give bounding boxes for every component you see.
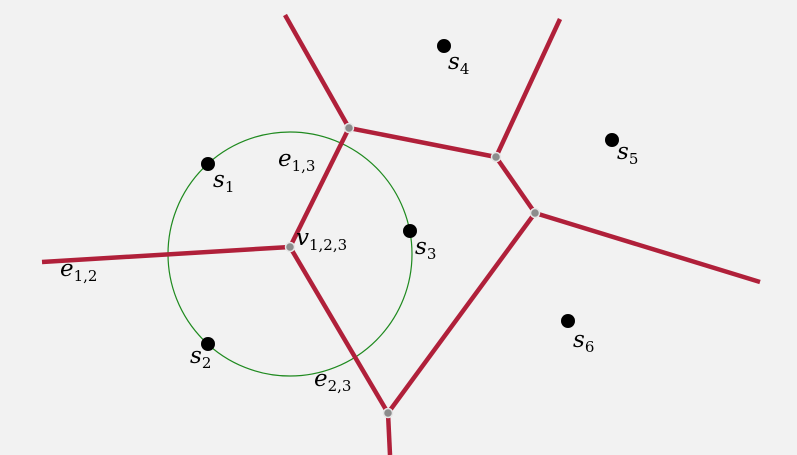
edge-ray-top-left [283, 13, 351, 130]
label-e13: e1,3 [278, 146, 315, 175]
site-s6 [561, 314, 575, 328]
edge-e35 [494, 155, 537, 215]
edge-ray-right [534, 210, 761, 285]
voronoi-vertices [284, 122, 541, 419]
edge-e23 [288, 245, 390, 415]
vertex-v134 [343, 122, 355, 134]
vertex-v356 [529, 207, 541, 219]
edge-e12 [41, 244, 291, 265]
site-s1 [201, 157, 215, 171]
sites [201, 39, 619, 351]
label-s4: s4 [448, 49, 469, 78]
edge-e13 [287, 127, 352, 248]
label-s3: s3 [415, 234, 436, 263]
label-s6: s6 [573, 327, 594, 356]
label-s5: s5 [617, 139, 638, 168]
vertex-v236 [382, 407, 394, 419]
site-s3 [403, 224, 417, 238]
edge-vertex-labels: v1,2,3 e1,2 e1,3 e2,3 [60, 146, 351, 395]
edge-ray-top-right [493, 18, 563, 158]
site-s5 [605, 133, 619, 147]
label-s1: s1 [213, 167, 234, 196]
edge-ray-bottom [385, 412, 393, 455]
site-labels: s1 s2 s3 s4 s5 s6 [190, 49, 638, 372]
voronoi-edges [41, 13, 761, 455]
vertex-v345 [490, 151, 502, 163]
label-s2: s2 [190, 343, 211, 372]
edge-e36 [386, 211, 537, 415]
edge-e34 [348, 125, 497, 160]
vertex-v123 [284, 241, 296, 253]
label-v123: v1,2,3 [296, 225, 347, 254]
site-s4 [437, 39, 451, 53]
label-e23: e2,3 [314, 366, 351, 395]
site-s2 [201, 337, 215, 351]
label-e12: e1,2 [60, 256, 97, 285]
